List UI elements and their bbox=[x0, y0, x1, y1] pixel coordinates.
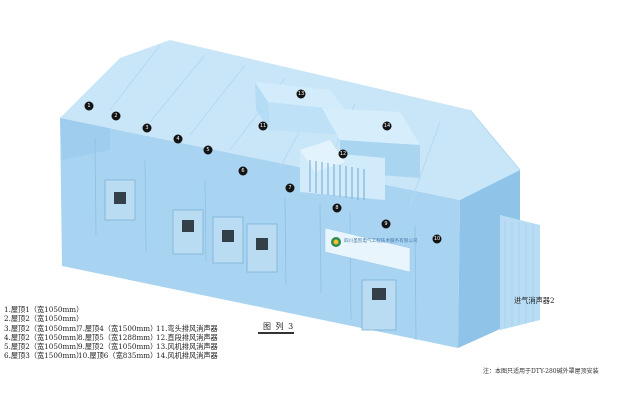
marker-7: 7 bbox=[285, 183, 295, 193]
marker-1: 1 bbox=[84, 101, 94, 111]
svg-text:14: 14 bbox=[384, 123, 390, 129]
marker-2: 2 bbox=[111, 111, 121, 121]
svg-text:2: 2 bbox=[114, 113, 117, 119]
marker-12: 12 bbox=[338, 149, 348, 159]
company-nameplate bbox=[324, 227, 411, 273]
legend-item: 12.直段排风消声器 bbox=[156, 332, 218, 342]
access-door bbox=[212, 216, 244, 264]
legend-column-2: 7.屋顶4（宽1500mm） 8.屋顶5（宽1288mm） 9.屋顶2（宽105… bbox=[78, 324, 157, 361]
legend-item: 3.屋顶2（宽1050mm） bbox=[4, 323, 84, 333]
inlet-silencer-label: 进气消声器2 bbox=[514, 296, 555, 305]
legend-item: 6.屋顶3（宽1500mm） bbox=[4, 351, 84, 361]
legend-item: 10.屋顶6（宽835mm） bbox=[78, 351, 158, 361]
legend-item: 8.屋顶5（宽1288mm） bbox=[78, 332, 158, 342]
svg-text:8: 8 bbox=[335, 205, 338, 211]
legend-item: 9.屋顶2（宽1050mm） bbox=[78, 342, 158, 352]
louvered-silencer bbox=[300, 140, 385, 200]
legend-column-3: 11.弯头排风消声器 12.直段排风消声器 13.风机排风消声器 14.风机排风… bbox=[156, 324, 218, 361]
footnote: 注：本图只适用于DTY-280碱外罩屋顶安装 bbox=[483, 368, 599, 375]
svg-text:10: 10 bbox=[434, 236, 440, 242]
svg-text:11: 11 bbox=[260, 123, 266, 129]
marker-4: 4 bbox=[173, 134, 183, 144]
svg-text:7: 7 bbox=[288, 185, 291, 191]
marker-11: 11 bbox=[258, 121, 268, 131]
marker-9: 9 bbox=[381, 219, 391, 229]
svg-text:5: 5 bbox=[206, 147, 209, 153]
legend-item: 13.风机排风消声器 bbox=[156, 342, 218, 352]
legend-item: 5.屋顶2（宽1050mm） bbox=[4, 342, 84, 352]
legend-item: 1.屋顶1（宽1050mm） bbox=[4, 305, 84, 314]
svg-text:1: 1 bbox=[87, 103, 90, 109]
marker-10: 10 bbox=[432, 234, 442, 244]
svg-text:4: 4 bbox=[176, 136, 179, 142]
legend-item: 4.屋顶2（宽1050mm） bbox=[4, 332, 84, 342]
legend-item: 7.屋顶4（宽1500mm） bbox=[78, 323, 158, 333]
marker-8: 8 bbox=[332, 203, 342, 213]
silencer-block-top bbox=[322, 108, 420, 145]
legend-column-1: 1.屋顶1（宽1050mm） 2.屋顶2（宽1050mm） 3.屋顶2（宽105… bbox=[4, 305, 83, 361]
legend-item: 14.风机排风消声器 bbox=[156, 351, 218, 361]
inlet-silencer bbox=[500, 215, 540, 330]
figure-title-underline bbox=[258, 332, 294, 334]
access-door bbox=[104, 179, 136, 221]
marker-6: 6 bbox=[238, 166, 248, 176]
figure-title: 图 列 3 bbox=[263, 322, 295, 331]
marker-13: 13 bbox=[296, 89, 306, 99]
legend-item: 2.屋顶2（宽1050mm） bbox=[4, 314, 84, 324]
svg-text:13: 13 bbox=[298, 91, 304, 97]
svg-text:12: 12 bbox=[340, 151, 346, 157]
legend-item: 11.弯头排风消声器 bbox=[156, 323, 218, 333]
exhaust-box-side bbox=[255, 82, 270, 130]
svg-text:6: 6 bbox=[241, 168, 244, 174]
marker-3: 3 bbox=[142, 123, 152, 133]
company-logo-text: 四川圣凯电气工程技术服务有限公司 bbox=[344, 239, 418, 244]
access-door bbox=[172, 209, 204, 255]
svg-text:3: 3 bbox=[145, 125, 148, 131]
access-door bbox=[361, 279, 397, 331]
access-door bbox=[246, 223, 278, 273]
marker-14: 14 bbox=[382, 121, 392, 131]
marker-5: 5 bbox=[203, 145, 213, 155]
svg-text:9: 9 bbox=[384, 221, 387, 227]
